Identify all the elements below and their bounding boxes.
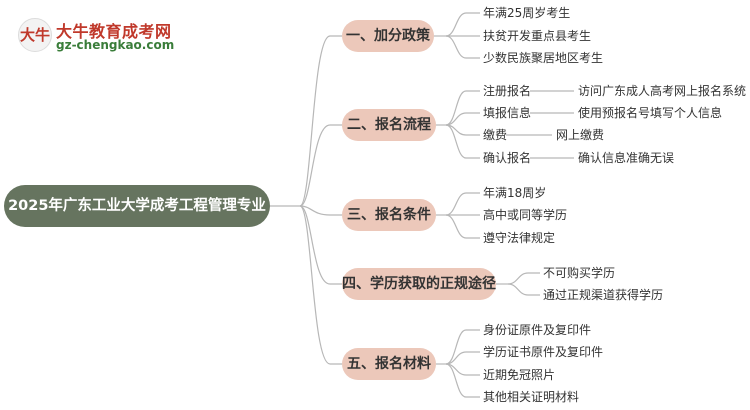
branch-node-registration-materials: 五、报名材料	[342, 348, 436, 380]
leaf-node: 注册报名	[483, 84, 532, 98]
leaf-node: 扶贫开发重点县考生	[483, 29, 592, 43]
leaf-node: 其他相关证明材料	[483, 390, 580, 404]
branch-node-registration-conditions: 三、报名条件	[342, 199, 436, 231]
detail-node: 网上缴费	[556, 128, 605, 142]
leaf-node: 遵守法律规定	[483, 231, 556, 245]
branch-node-bonus-policy: 一、加分政策	[342, 20, 434, 52]
site-logo[interactable]: 大牛 大牛教育成考网 gz-chengkao.com	[18, 16, 218, 56]
leaf-node: 身份证原件及复印件	[483, 323, 592, 337]
branch-node-registration-process: 二、报名流程	[342, 109, 436, 141]
detail-node: 访问广东成人高考网上报名系统	[578, 84, 747, 98]
detail-node: 确认信息准确无误	[578, 151, 675, 165]
logo-badge-icon: 大牛	[18, 18, 52, 52]
mindmap-root-node: 2025年广东工业大学成考工程管理专业	[4, 185, 270, 227]
leaf-node: 学历证书原件及复印件	[483, 345, 604, 359]
detail-node: 使用预报名号填写个人信息	[578, 106, 723, 120]
branch-node-official-degree-path: 四、学历获取的正规途径	[342, 268, 496, 300]
leaf-node: 不可购买学历	[543, 266, 616, 280]
leaf-node: 年满18周岁	[483, 186, 547, 200]
leaf-node: 缴费	[483, 128, 508, 142]
leaf-node: 高中或同等学历	[483, 208, 568, 222]
leaf-node: 通过正规渠道获得学历	[543, 288, 664, 302]
leaf-node: 少数民族聚居地区考生	[483, 51, 604, 65]
leaf-node: 年满25周岁考生	[483, 6, 571, 20]
leaf-node: 近期免冠照片	[483, 368, 556, 382]
leaf-node: 确认报名	[483, 151, 532, 165]
logo-site-url: gz-chengkao.com	[56, 38, 175, 52]
logo-site-name: 大牛教育成考网	[56, 22, 172, 41]
leaf-node: 填报信息	[483, 106, 532, 120]
